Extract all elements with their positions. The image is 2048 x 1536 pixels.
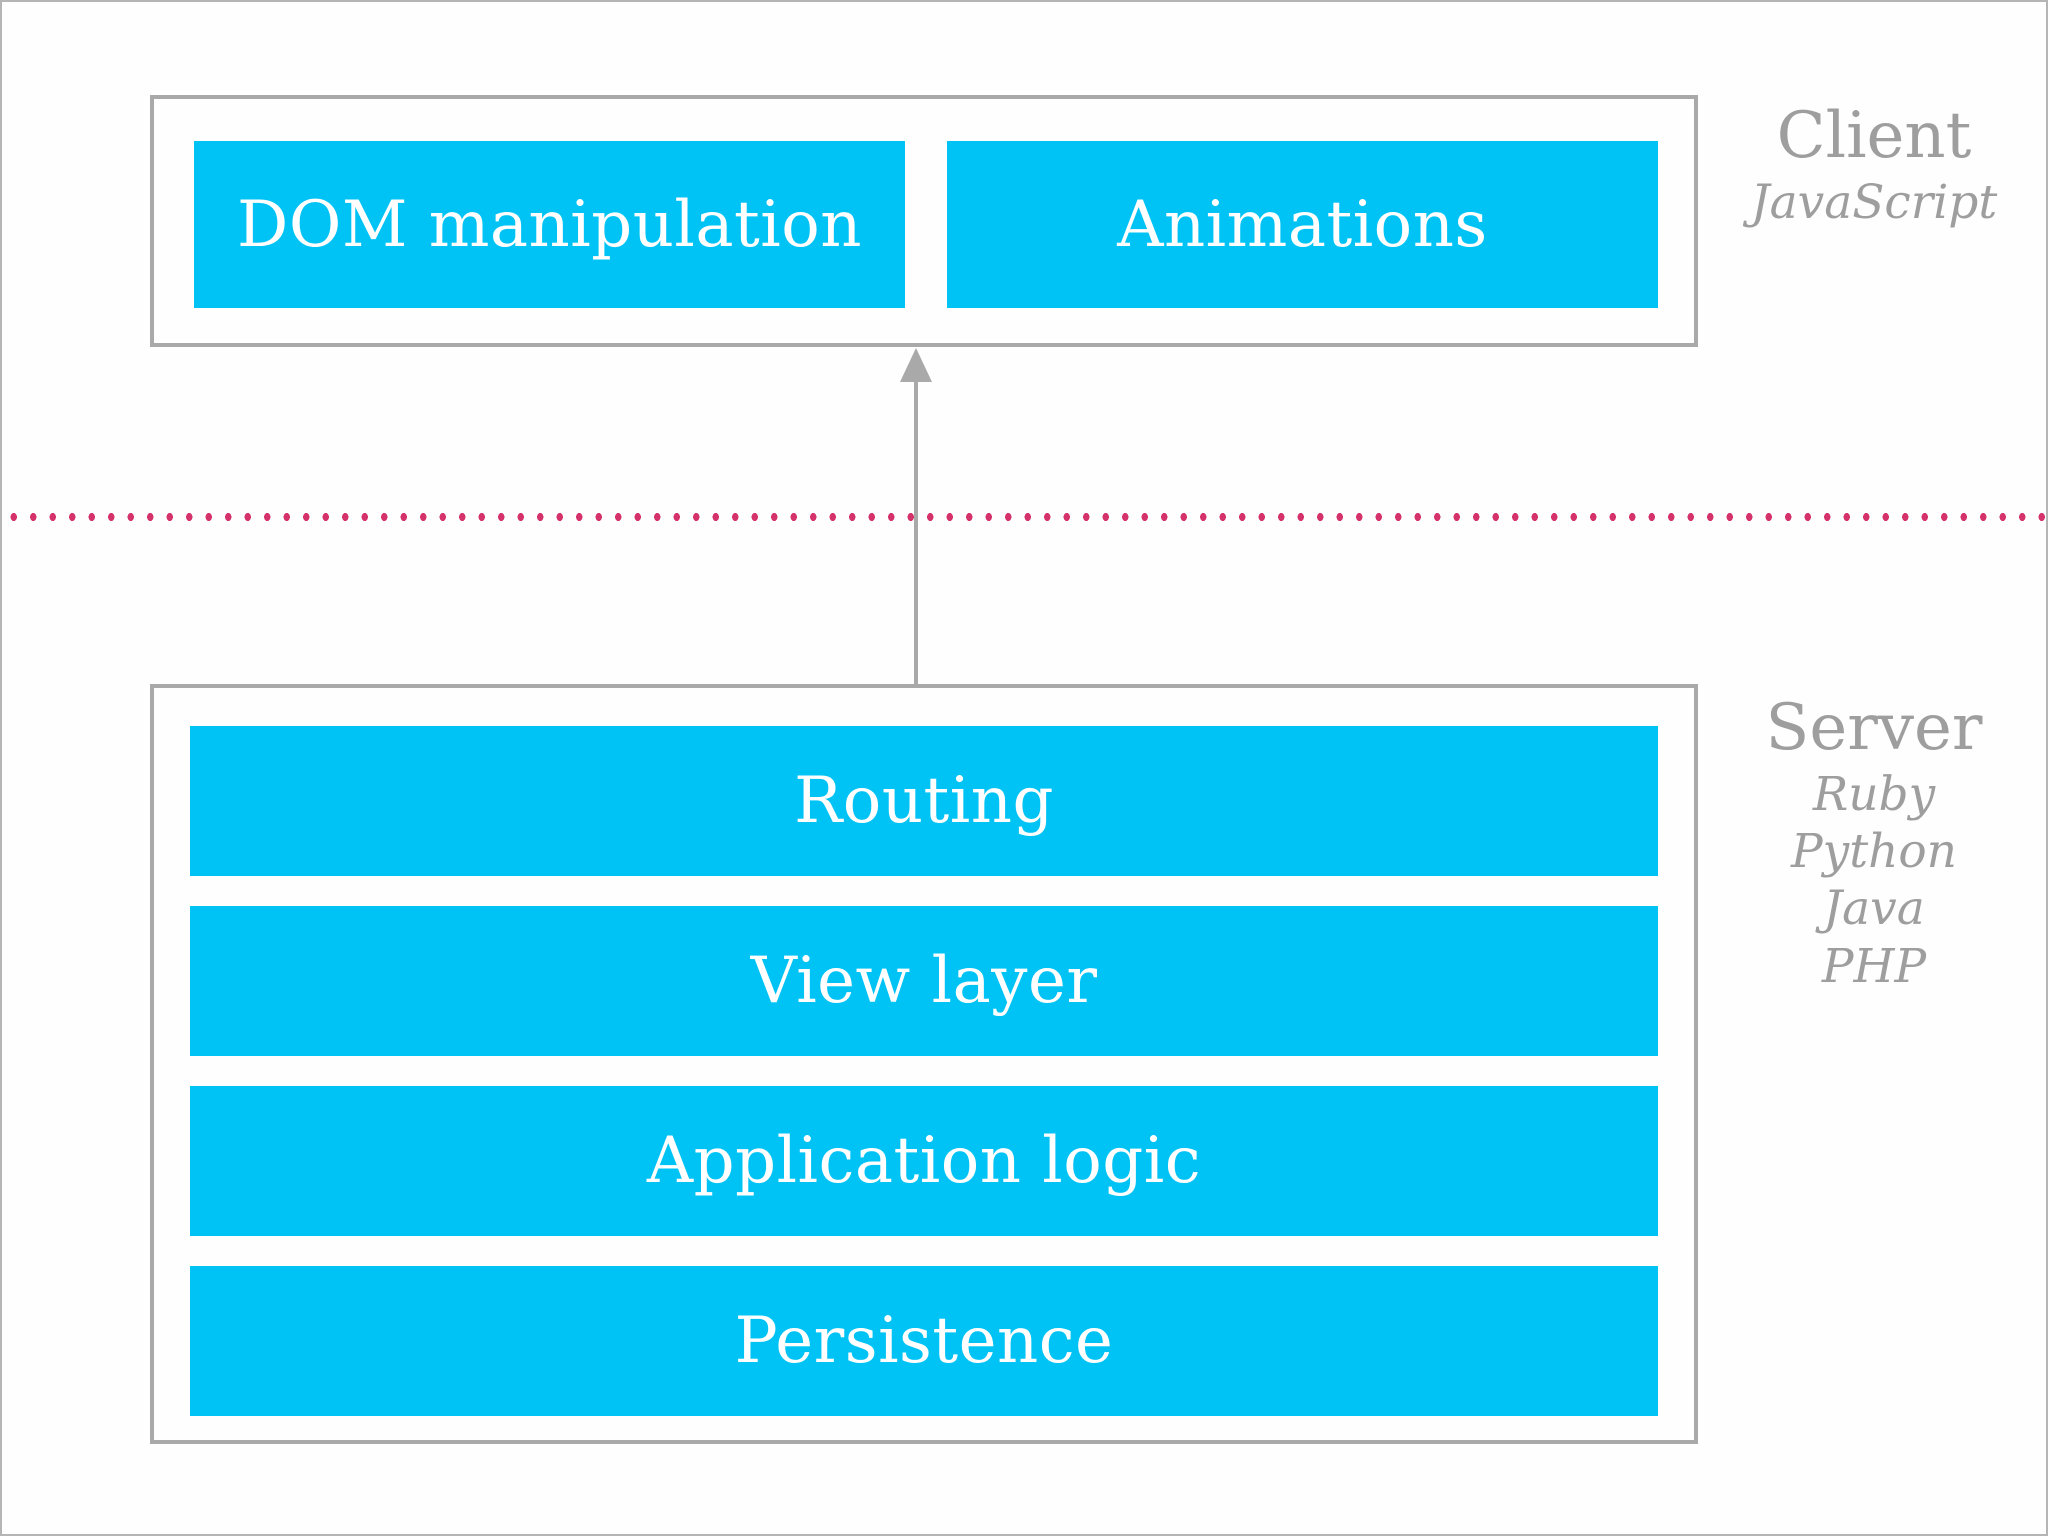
server-component-view-layer: View layer	[190, 906, 1658, 1056]
client-server-divider	[0, 510, 2048, 524]
server-title: Server	[1765, 691, 1983, 765]
server-component-application-logic: Application logic	[190, 1086, 1658, 1236]
arrow-up-icon	[900, 348, 932, 382]
server-technology-python: Python	[1791, 823, 1957, 879]
server-technology-ruby: Ruby	[1812, 766, 1936, 822]
server-technology-java: Java	[1823, 881, 1925, 937]
server-label-block: Server Ruby Python Java PHP	[1716, 691, 2032, 995]
server-component-routing: Routing	[190, 726, 1658, 876]
client-component-animations: Animations	[947, 141, 1658, 308]
client-group-box: DOM manipulation Animations	[150, 95, 1698, 347]
server-group-box: Routing View layer Application logic Per…	[150, 684, 1698, 1444]
client-label-block: Client JavaScript	[1706, 99, 2042, 231]
server-component-persistence: Persistence	[190, 1266, 1658, 1416]
client-title: Client	[1776, 99, 1972, 173]
client-component-dom-manipulation: DOM manipulation	[194, 141, 905, 308]
server-to-client-arrow-shaft	[914, 376, 918, 684]
server-technology-php: PHP	[1821, 938, 1927, 994]
client-technology-javascript: JavaScript	[1750, 174, 1998, 230]
